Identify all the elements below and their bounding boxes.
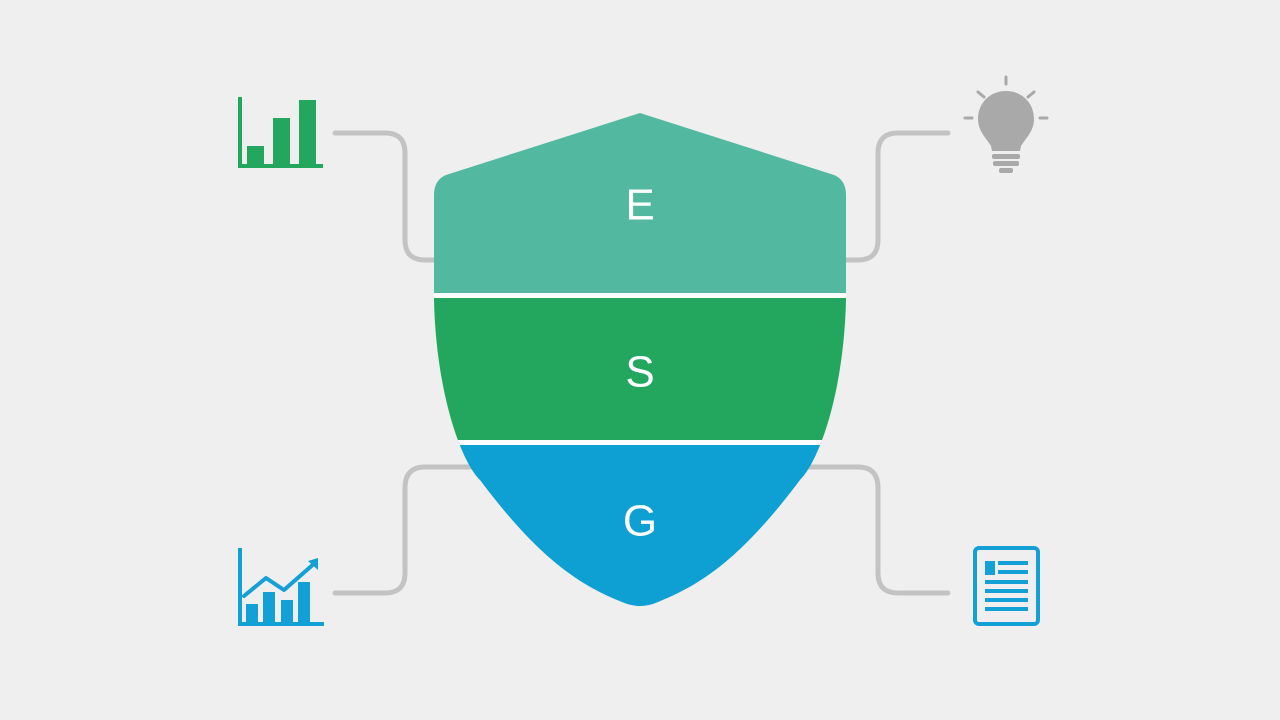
shield-letter-e: E xyxy=(625,181,654,230)
connector-top-left xyxy=(332,130,443,263)
shield-letter-g: G xyxy=(623,497,657,546)
connector-top-right xyxy=(839,130,951,263)
bar-chart-icon xyxy=(238,97,323,168)
lightbulb-icon xyxy=(963,75,1049,173)
shield-divider-top xyxy=(434,293,846,298)
connector-bottom-left xyxy=(332,464,483,596)
document-icon xyxy=(973,546,1040,626)
connectors xyxy=(332,130,951,596)
shield-segment-s xyxy=(434,295,846,445)
trend-chart-icon xyxy=(238,548,324,626)
connector-bottom-right xyxy=(797,464,951,596)
shield-divider-bottom xyxy=(434,440,846,445)
shield-letter-s: S xyxy=(625,348,654,397)
